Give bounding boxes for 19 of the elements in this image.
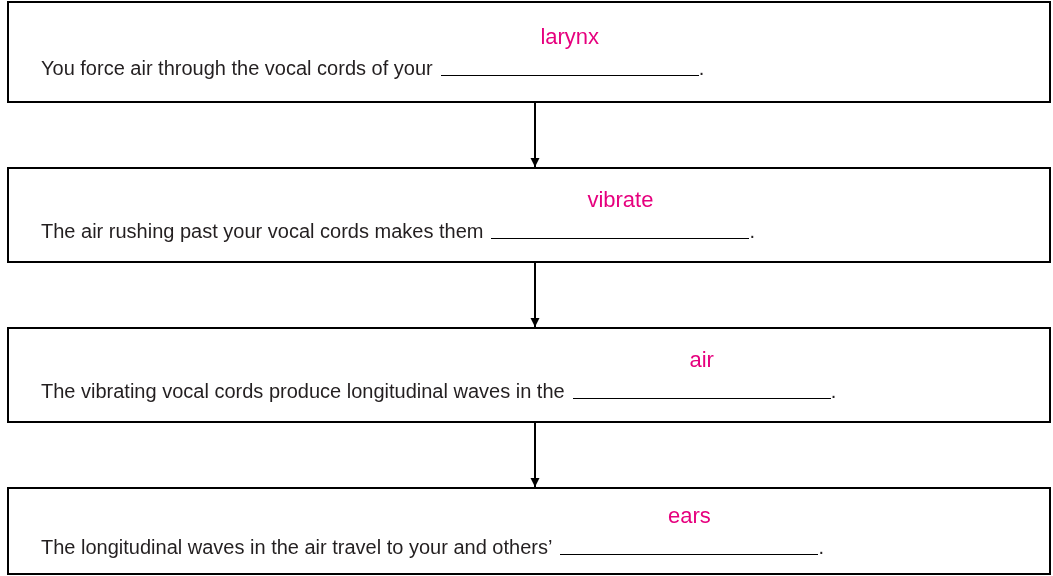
period-text: . [818, 535, 824, 559]
process-box [7, 487, 1051, 575]
statement-text: The air rushing past your vocal cords makes them [41, 219, 484, 243]
process-box [7, 1, 1051, 103]
process-box [7, 167, 1051, 263]
statement-text: The longitudinal waves in the air travel to your and others’ [41, 535, 553, 559]
arrow [530, 262, 540, 328]
answer-text: larynx [540, 24, 600, 51]
period-text: . [830, 379, 837, 403]
period-text: . [749, 219, 755, 243]
process-box [7, 327, 1051, 423]
arrow [530, 422, 540, 488]
answer-text: air [689, 347, 714, 374]
answer-text: ears [668, 503, 711, 530]
statement-text: You force air through the vocal cords of your [41, 56, 433, 80]
period-text: . [698, 56, 705, 80]
answer-text: vibrate [587, 187, 654, 214]
statement-text: The vibrating vocal cords produce longitudinal waves in the [41, 379, 565, 403]
arrow [530, 102, 540, 168]
